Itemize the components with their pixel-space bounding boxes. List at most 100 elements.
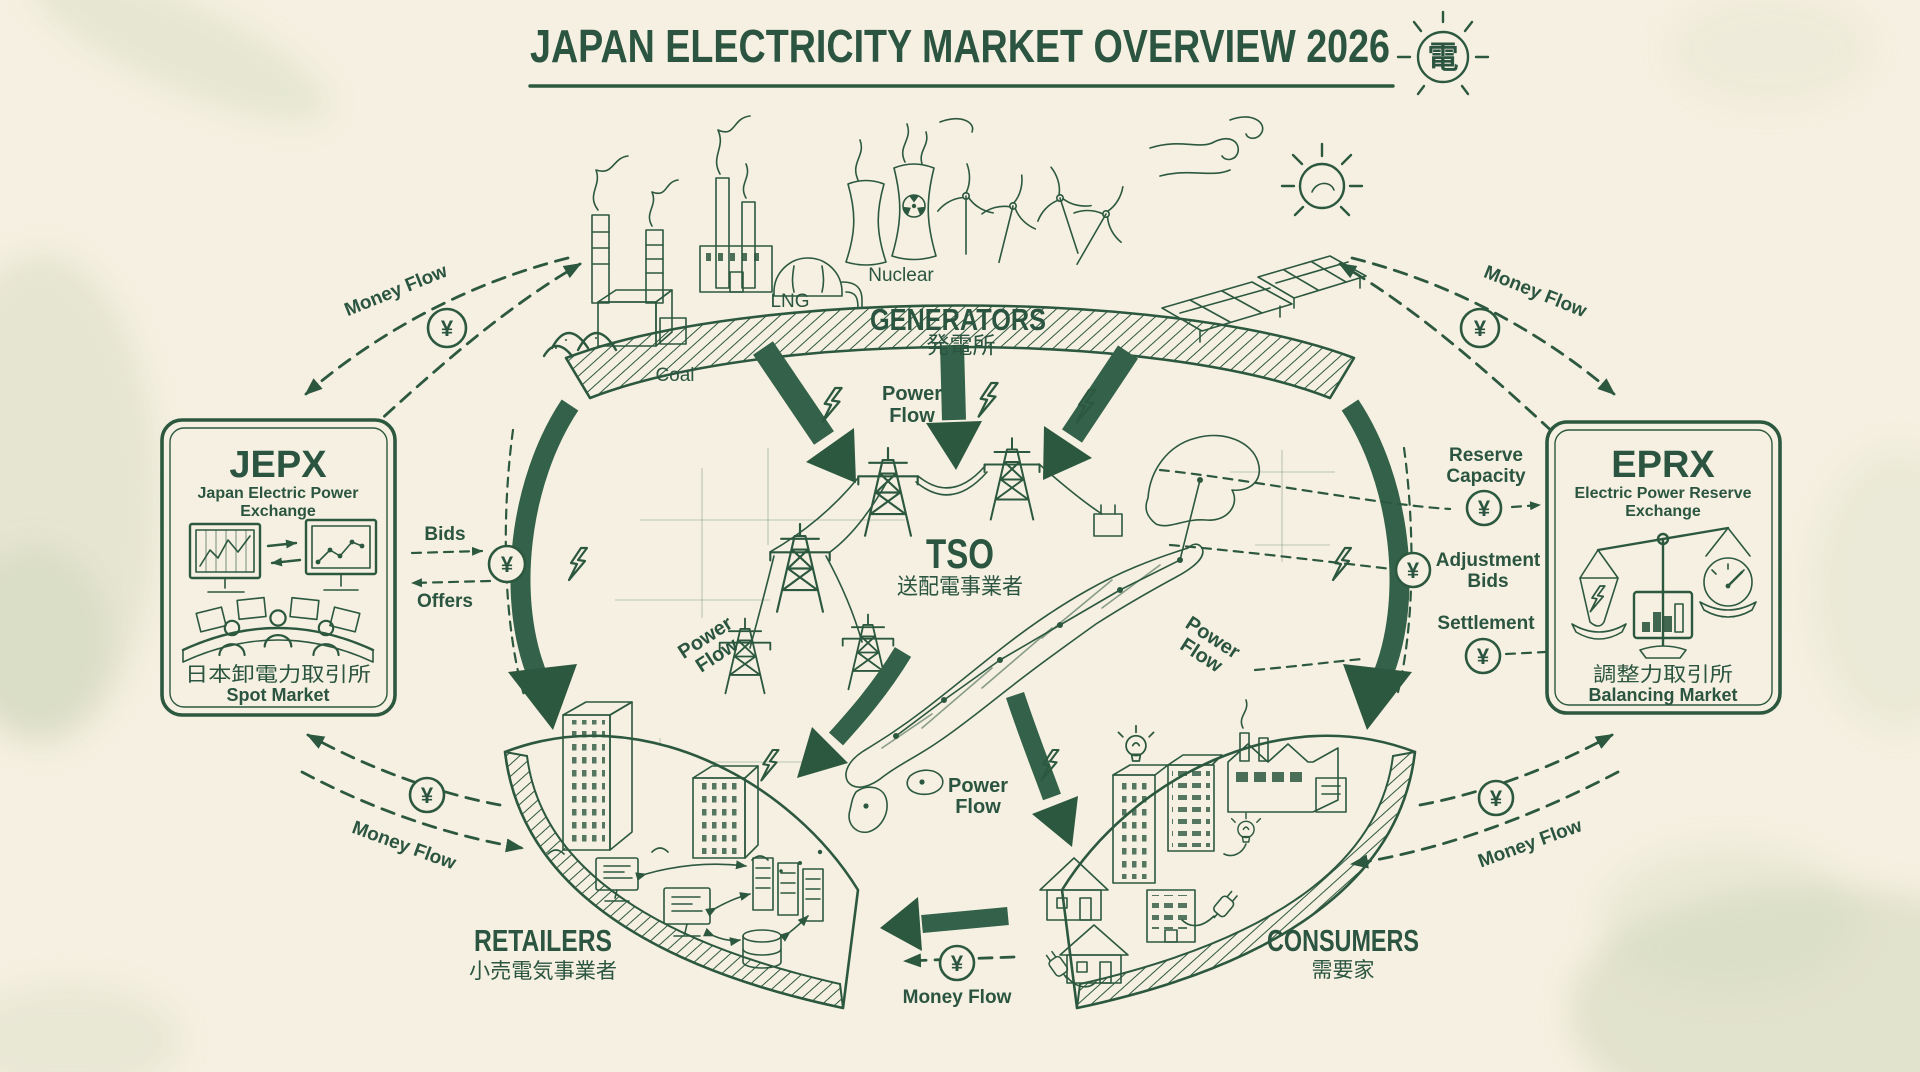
- power-flow-right: Power Flow: [1176, 612, 1244, 677]
- yen-badge-bids: ¥: [487, 544, 527, 584]
- svg-text:Flow: Flow: [889, 405, 935, 427]
- consumers-label-jp: 需要家: [1312, 959, 1375, 982]
- server-rack: [752, 857, 824, 922]
- jepx-monitor-chart: [188, 522, 262, 593]
- svg-text:Power: Power: [882, 383, 942, 405]
- yen-badge-bottom-left: ¥: [408, 776, 446, 814]
- data-exchange-arrows: [635, 860, 809, 947]
- office-building: [692, 765, 759, 859]
- bulb-icon: [1117, 724, 1155, 762]
- japan-map: [779, 434, 1261, 873]
- yen-badge-adjustment: ¥: [1394, 551, 1432, 589]
- yen-badge-top-right: ¥: [1459, 307, 1501, 349]
- svg-text:電: 電: [1428, 40, 1459, 75]
- transformer: [1093, 504, 1123, 537]
- svg-text:¥: ¥: [951, 951, 964, 976]
- sun-kanji-icon: 電: [1396, 10, 1490, 96]
- small-building: [1146, 889, 1196, 943]
- consumers-label-block: CONSUMERS 需要家: [1267, 923, 1419, 982]
- money-flow-bottom-left: Money Flow: [349, 817, 459, 874]
- jepx-subtitle-2: Exchange: [240, 503, 316, 520]
- yen-badge-settlement: ¥: [1464, 637, 1502, 675]
- adjustment-bids-1: Adjustment: [1436, 550, 1541, 571]
- tso-label: TSO: [926, 530, 994, 577]
- yen-badge-bottom-right: ¥: [1477, 779, 1515, 817]
- coal-plant: Coal: [542, 155, 695, 386]
- money-flow-bottom-center: Money Flow: [903, 987, 1012, 1008]
- page-title-block: JAPAN ELECTRICITY MARKET OVERVIEW 2026 電: [528, 10, 1490, 96]
- yen-badge-top-left: ¥: [426, 307, 468, 349]
- svg-text:¥: ¥: [441, 316, 454, 341]
- consumers-label: CONSUMERS: [1267, 923, 1419, 958]
- lightning-icon: [821, 386, 843, 423]
- svg-text:¥: ¥: [1407, 558, 1420, 583]
- adjustment-bids-2: Bids: [1467, 571, 1508, 592]
- power-flow-top: Power Flow: [882, 383, 942, 427]
- bids-label: Bids: [424, 524, 465, 545]
- wind-turbines: [935, 116, 1264, 279]
- consumers-illustrations: CONSUMERS 需要家: [1039, 699, 1419, 988]
- nuclear-plant: Nuclear: [845, 123, 937, 286]
- radiation-icon: [902, 194, 926, 218]
- nuclear-label: Nuclear: [868, 265, 934, 286]
- reserve-capacity-2: Capacity: [1446, 466, 1526, 487]
- page-title: JAPAN ELECTRICITY MARKET OVERVIEW 2026: [530, 20, 1390, 72]
- money-flow-top-left: Money Flow: [342, 261, 451, 321]
- transmission-towers: [718, 437, 1123, 695]
- eprx-subtitle-2: Exchange: [1625, 503, 1701, 520]
- jepx-name: JEPX: [229, 444, 327, 486]
- eprx-subtitle-1: Electric Power Reserve: [1575, 485, 1752, 502]
- gauge-icon: [1703, 557, 1753, 607]
- generators-label: GENERATORS: [870, 302, 1046, 337]
- svg-text:¥: ¥: [421, 783, 434, 808]
- retailers-label: RETAILERS: [474, 923, 612, 958]
- eprx-name-jp: 調整力取引所: [1593, 663, 1733, 686]
- factory: [1227, 699, 1347, 813]
- reserve-capacity-1: Reserve: [1449, 445, 1523, 466]
- bids-offers-block: Bids Offers: [410, 524, 492, 612]
- yen-badge-bottom-center: ¥: [938, 944, 976, 982]
- svg-text:¥: ¥: [1477, 644, 1490, 669]
- jepx-subtitle-1: Japan Electric Power: [198, 485, 359, 502]
- sun-icon: [1280, 142, 1364, 217]
- generators-label-jp: 発電所: [927, 332, 996, 358]
- coal-label: Coal: [655, 365, 694, 386]
- retailers-label-jp: 小売電気事業者: [469, 960, 617, 983]
- generators-platform: [564, 304, 1356, 400]
- balance-scale-icon: [1571, 526, 1757, 659]
- power-flow-arrows: [508, 341, 1412, 951]
- lng-plant: LNG: [699, 115, 863, 312]
- settlement-label: Settlement: [1437, 613, 1535, 634]
- exchange-arrows-icon: [266, 539, 302, 567]
- svg-text:¥: ¥: [1474, 316, 1487, 341]
- tso-label-block: TSO 送配電事業者: [897, 530, 1023, 599]
- yen-badge-reserve: ¥: [1465, 489, 1503, 527]
- eprx-flow-labels: Reserve Capacity Adjustment Bids Settlem…: [1436, 445, 1541, 634]
- retailers-illustrations: RETAILERS 小売電気事業者: [469, 701, 824, 983]
- eprx-market: Balancing Market: [1588, 685, 1737, 705]
- retailers-label-block: RETAILERS 小売電気事業者: [469, 923, 617, 983]
- grid-network-nodes: [863, 477, 1203, 809]
- house: [1039, 857, 1109, 921]
- generators-label-block: GENERATORS 発電所: [870, 302, 1046, 358]
- svg-text:Flow: Flow: [955, 796, 1001, 818]
- lng-label: LNG: [770, 291, 809, 312]
- generators-illustrations: Coal LNG: [542, 115, 1367, 386]
- apartment-building: [1167, 754, 1223, 852]
- svg-text:¥: ¥: [1478, 496, 1491, 521]
- yen-badges: ¥ ¥ ¥ ¥ ¥ ¥ ¥ ¥ ¥: [408, 307, 1515, 982]
- bar-chart-monitor-icon: [1632, 590, 1694, 640]
- offers-label: Offers: [417, 591, 473, 612]
- eprx-box: EPRX Electric Power Reserve Exchange: [1545, 420, 1782, 715]
- eprx-name: EPRX: [1611, 444, 1715, 486]
- money-flow-bottom-right: Money Flow: [1475, 815, 1585, 872]
- tso-label-jp: 送配電事業者: [897, 574, 1023, 599]
- trading-floor: [181, 596, 375, 663]
- jepx-box: JEPX Japan Electric Power Exchange: [160, 418, 397, 717]
- jepx-name-jp: 日本卸電力取引所: [185, 663, 371, 686]
- jepx-market: Spot Market: [226, 685, 329, 705]
- svg-text:¥: ¥: [1490, 786, 1503, 811]
- jepx-monitor-scatter: [304, 518, 378, 591]
